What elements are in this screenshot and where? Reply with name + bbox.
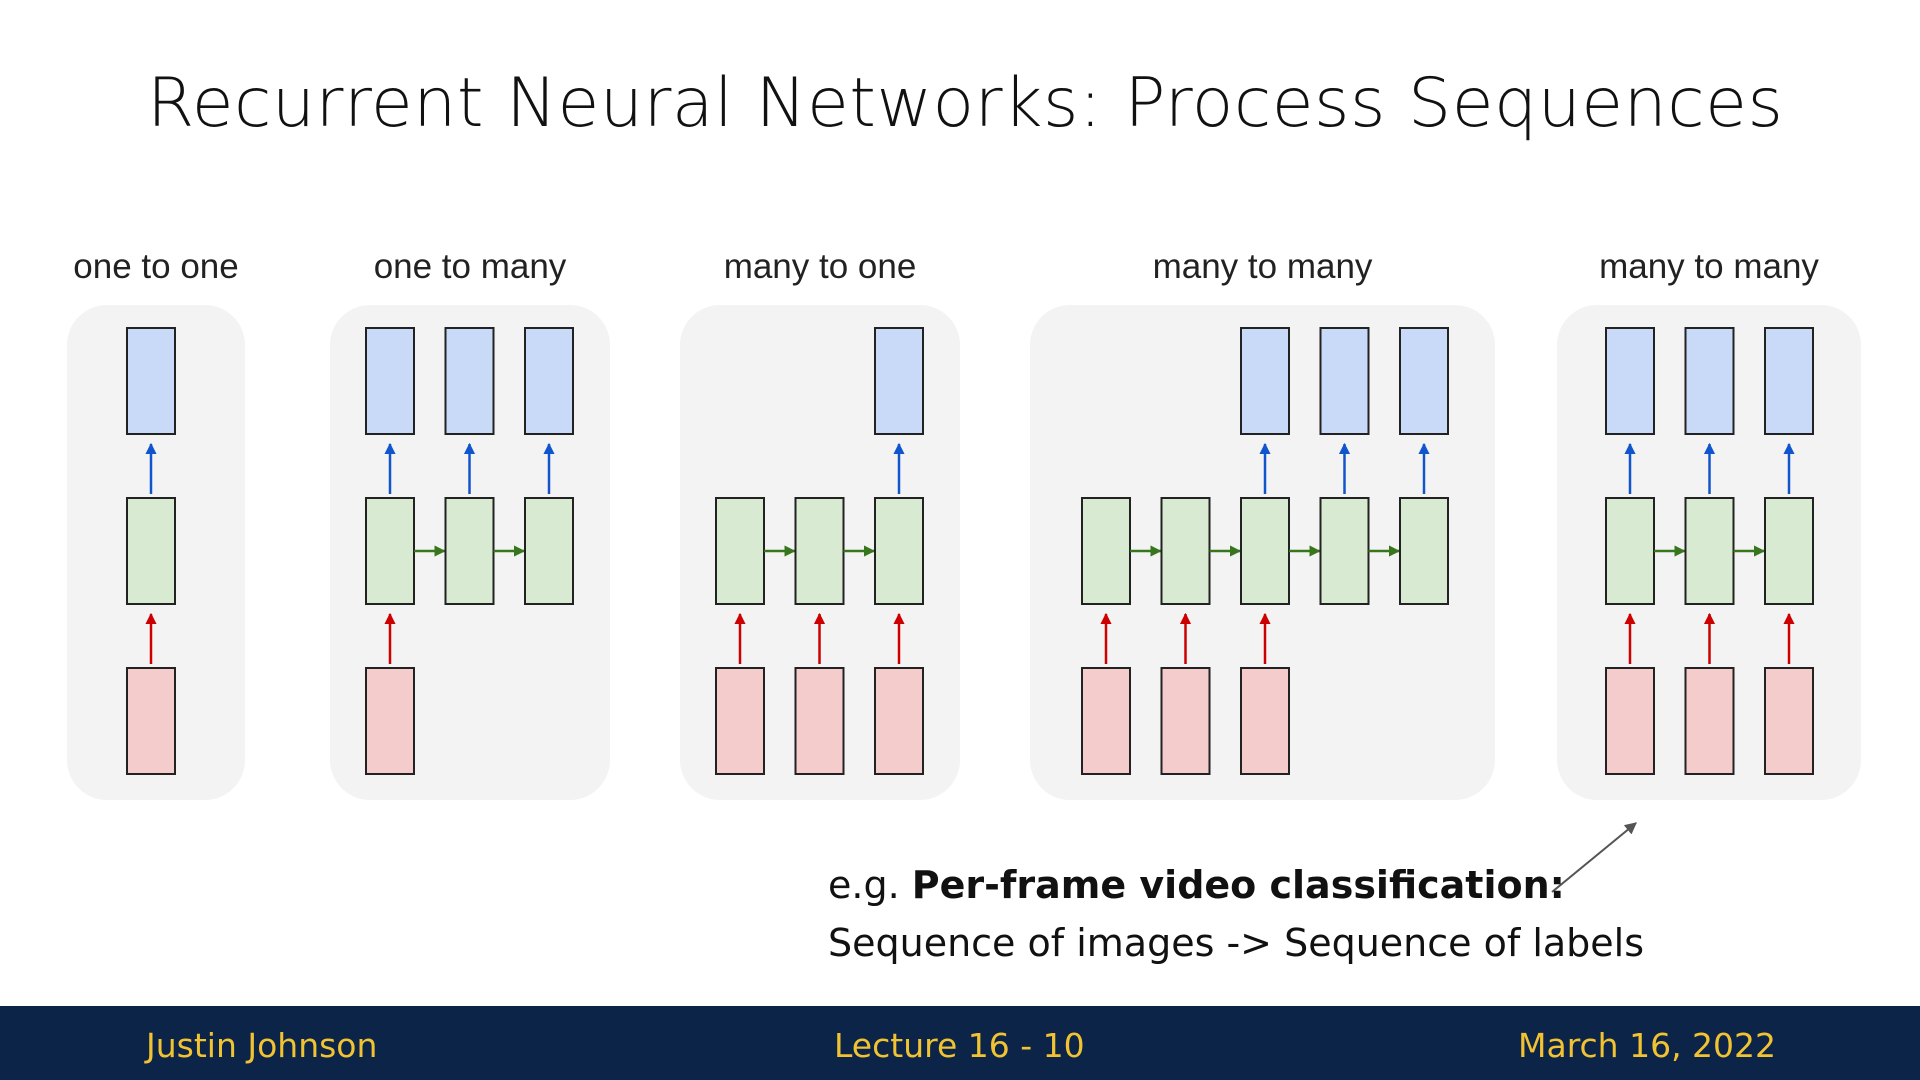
hidden-state-box xyxy=(1684,497,1735,605)
input-box xyxy=(794,667,845,775)
caption-line-1: e.g. Per-frame video classification: xyxy=(828,856,1644,914)
slide-title: Recurrent Neural Networks: Process Seque… xyxy=(147,64,1784,143)
input-box xyxy=(874,667,924,775)
output-box xyxy=(365,327,415,435)
input-box xyxy=(1081,667,1131,775)
input-box xyxy=(1240,667,1290,775)
output-box xyxy=(1605,327,1655,435)
diagram-2: one to many xyxy=(330,247,610,800)
hidden-state-box xyxy=(1160,497,1211,605)
footer-date: March 16, 2022 xyxy=(1518,1026,1777,1065)
caption-prefix: e.g. xyxy=(828,863,912,907)
input-box xyxy=(126,667,176,775)
output-box xyxy=(874,327,924,435)
output-box xyxy=(524,327,574,435)
hidden-state-box xyxy=(874,497,924,605)
hidden-state-box xyxy=(1319,497,1370,605)
caption-line-2: Sequence of images -> Sequence of labels xyxy=(828,921,1645,965)
hidden-state-box xyxy=(1240,497,1290,605)
diagram-label: many to many xyxy=(1153,247,1373,286)
caption-bold: Per-frame video classification: xyxy=(911,863,1565,907)
hidden-state-box xyxy=(444,497,495,605)
input-box xyxy=(1764,667,1814,775)
output-box xyxy=(1684,327,1735,435)
caption: e.g. Per-frame video classification: Seq… xyxy=(828,856,1644,972)
diagram-3: many to one xyxy=(680,247,960,800)
hidden-state-box xyxy=(715,497,765,605)
hidden-state-box xyxy=(365,497,415,605)
diagram-4: many to many xyxy=(1030,247,1495,800)
diagram-label: many to one xyxy=(724,247,917,286)
hidden-state-box xyxy=(524,497,574,605)
output-box xyxy=(444,327,495,435)
input-box xyxy=(715,667,765,775)
output-box xyxy=(1240,327,1290,435)
footer-lecture: Lecture 16 - 10 xyxy=(834,1026,1085,1065)
input-box xyxy=(365,667,415,775)
input-box xyxy=(1684,667,1735,775)
hidden-state-box xyxy=(1764,497,1814,605)
hidden-state-box xyxy=(794,497,845,605)
hidden-state-box xyxy=(1399,497,1449,605)
rnn-diagrams: one to one one to many many to one many to … xyxy=(67,247,1861,893)
footer-bar: Justin Johnson Lecture 16 - 10 March 16,… xyxy=(0,1006,1920,1080)
hidden-state-box xyxy=(1605,497,1655,605)
hidden-state-box xyxy=(1081,497,1131,605)
input-box xyxy=(1160,667,1211,775)
diagram-label: one to one xyxy=(73,247,238,286)
diagram-5: many to many xyxy=(1557,247,1861,800)
diagram-label: many to many xyxy=(1599,247,1819,286)
diagram-label: one to many xyxy=(374,247,567,286)
diagram-1: one to one xyxy=(67,247,245,800)
input-box xyxy=(1605,667,1655,775)
output-box xyxy=(1764,327,1814,435)
pointer-arrow xyxy=(1551,822,1637,893)
output-box xyxy=(126,327,176,435)
output-box xyxy=(1399,327,1449,435)
hidden-state-box xyxy=(126,497,176,605)
footer-author: Justin Johnson xyxy=(146,1026,378,1065)
output-box xyxy=(1319,327,1370,435)
